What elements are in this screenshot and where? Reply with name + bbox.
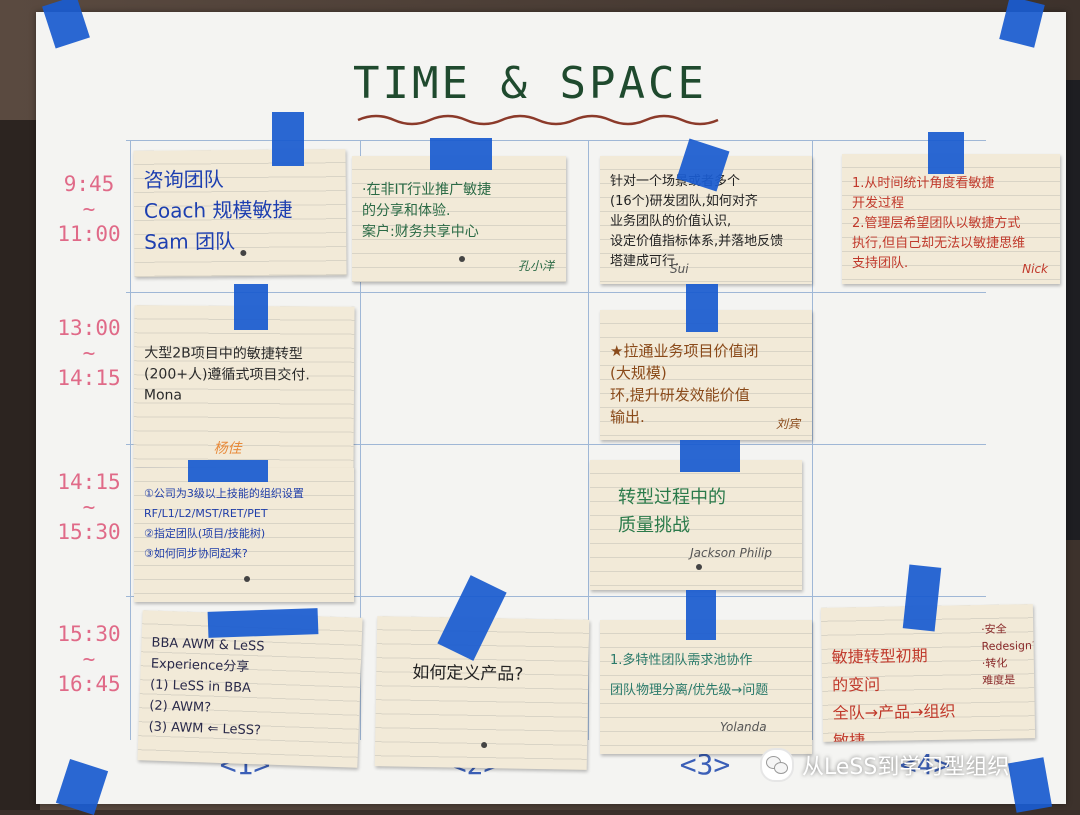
watermark-text: 从LeSS到学习型组织 bbox=[802, 755, 1010, 780]
grid-line bbox=[126, 140, 986, 141]
tape-strip bbox=[686, 590, 716, 640]
card-text: 如何定义产品? bbox=[412, 662, 524, 685]
pushpin bbox=[696, 564, 702, 570]
session-card: 针对一个场景或者多个 (16个)研发团队,如何对齐 业务团队的价值认识, 设定价… bbox=[600, 156, 812, 284]
grid-line bbox=[126, 444, 986, 445]
card-signature: Nick bbox=[1022, 262, 1048, 276]
session-card: ①公司为3级以上技能的组织设置 RF/L1/L2/MST/RET/PET ②指定… bbox=[134, 468, 354, 602]
pushpin bbox=[244, 576, 250, 582]
grid-line bbox=[588, 140, 589, 740]
tape-strip bbox=[928, 132, 964, 174]
time-end: 11:00 bbox=[57, 222, 121, 246]
session-card: 1.从时间统计角度看敏捷 开发过程 2.管理层希望团队以敏捷方式 执行,但自己却… bbox=[842, 154, 1060, 284]
tape-strip bbox=[430, 138, 492, 170]
session-card: ·在非IT行业推广敏捷 的分享和体验. 案户:财务共享中心 孔小洋 bbox=[352, 156, 566, 282]
card-side-note: ·安全 Redesign? ·转化 难度是 bbox=[981, 622, 1036, 688]
time-start: 15:30 bbox=[57, 622, 121, 646]
time-slot-1: 9:45 ~ 11:00 bbox=[54, 172, 124, 247]
room-label-4: <4> bbox=[899, 748, 951, 781]
card-text: 大型2B项目中的敏捷转型 (200+人)遵循式项目交付. Mona bbox=[143, 345, 310, 404]
time-separator: ~ bbox=[82, 197, 96, 221]
card-text: 敏捷转型初期 的变问 全队→产品→组织敏捷 bbox=[831, 646, 956, 742]
time-end: 14:15 bbox=[57, 366, 121, 390]
grid-line bbox=[126, 596, 986, 597]
time-start: 14:15 bbox=[57, 470, 121, 494]
card-signature: 孔小洋 bbox=[517, 259, 554, 273]
session-card: ★拉通业务项目价值闭 (大规模) 环,提升研发效能价值 输出. 刘宾 bbox=[600, 310, 812, 440]
time-separator: ~ bbox=[82, 495, 96, 519]
card-signature: 刘宾 bbox=[775, 417, 800, 431]
board-title: TIME & SPACE bbox=[353, 58, 707, 109]
card-text: 转型过程中的 质量挑战 bbox=[618, 487, 726, 536]
pushpin bbox=[481, 741, 488, 749]
card-text: 1.从时间统计角度看敏捷 开发过程 2.管理层希望团队以敏捷方式 执行,但自己却… bbox=[852, 176, 1026, 271]
tape-strip bbox=[272, 112, 304, 166]
card-text: 咨询团队 Coach 规模敏捷 Sam 团队 bbox=[143, 167, 293, 254]
grid-line bbox=[812, 140, 813, 740]
session-card: 转型过程中的 质量挑战 Jackson Philip bbox=[590, 460, 802, 590]
session-card: 1.多特性团队需求池协作 团队物理分离/优先级→问题 Yolanda bbox=[600, 620, 812, 754]
tape-strip bbox=[680, 440, 740, 472]
tape-strip bbox=[207, 608, 319, 638]
card-text: 1.多特性团队需求池协作 团队物理分离/优先级→问题 bbox=[610, 653, 769, 698]
time-start: 9:45 bbox=[63, 172, 115, 196]
card-text: BBA AWM & LeSS Experience分享 (1) LeSS in … bbox=[148, 635, 265, 739]
session-card: 咨询团队 Coach 规模敏捷 Sam 团队 bbox=[133, 149, 347, 277]
time-end: 16:45 bbox=[57, 672, 121, 696]
tape-strip bbox=[902, 564, 942, 632]
time-slot-3: 14:15 ~ 15:30 bbox=[54, 470, 124, 545]
card-signature: Yolanda bbox=[720, 720, 767, 734]
card-text: ①公司为3级以上技能的组织设置 RF/L1/L2/MST/RET/PET ②指定… bbox=[144, 487, 304, 560]
card-signature: Sui bbox=[670, 262, 689, 276]
grid-line bbox=[126, 292, 986, 293]
time-slot-4: 15:30 ~ 16:45 bbox=[54, 622, 124, 697]
pushpin bbox=[240, 249, 247, 256]
time-slot-2: 13:00 ~ 14:15 bbox=[54, 316, 124, 391]
tape-strip bbox=[686, 284, 718, 332]
card-partial-label: 杨佳 bbox=[213, 440, 242, 457]
tape-strip bbox=[188, 460, 268, 482]
card-signature: Jackson Philip bbox=[690, 546, 772, 560]
time-start: 13:00 bbox=[57, 316, 121, 340]
title-underline bbox=[357, 114, 719, 126]
time-end: 15:30 bbox=[57, 520, 121, 544]
grid-line bbox=[130, 140, 131, 740]
grid-line bbox=[360, 140, 361, 740]
time-separator: ~ bbox=[82, 647, 96, 671]
time-separator: ~ bbox=[82, 341, 96, 365]
card-text: ★拉通业务项目价值闭 (大规模) 环,提升研发效能价值 输出. bbox=[610, 342, 759, 426]
bookshelf-left bbox=[0, 120, 40, 810]
watermark: 从LeSS到学习型组织 bbox=[760, 747, 1009, 783]
pushpin bbox=[459, 256, 465, 262]
wechat-icon bbox=[760, 748, 794, 782]
tape-strip bbox=[234, 284, 268, 330]
card-text: ·在非IT行业推广敏捷 的分享和体验. 案户:财务共享中心 bbox=[362, 182, 492, 240]
